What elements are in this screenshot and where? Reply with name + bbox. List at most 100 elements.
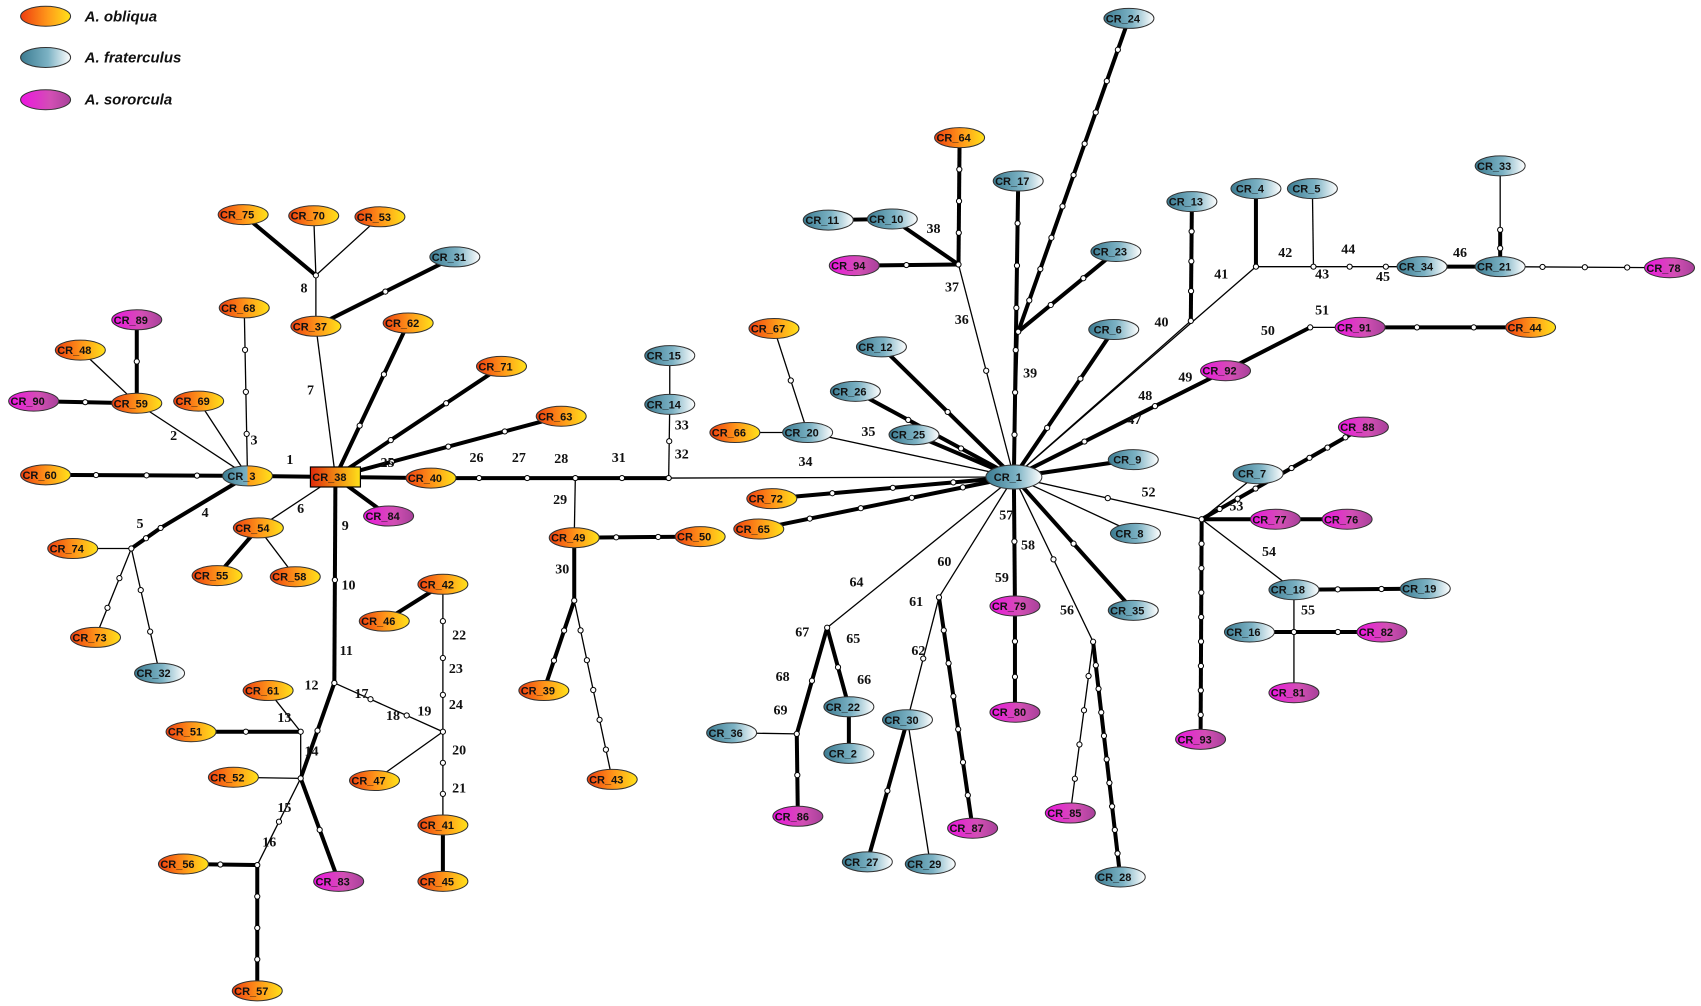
- haplotype-node[interactable]: CR_71: [476, 355, 528, 377]
- haplotype-node[interactable]: CR_21: [1474, 256, 1526, 278]
- haplotype-node[interactable]: CR_53: [354, 206, 406, 228]
- haplotype-node[interactable]: CR_39: [518, 680, 570, 702]
- haplotype-node[interactable]: CR_81: [1268, 682, 1320, 704]
- haplotype-node[interactable]: CR_67: [748, 317, 800, 339]
- haplotype-node[interactable]: CR_36: [706, 722, 758, 744]
- haplotype-node[interactable]: CR_79: [989, 595, 1041, 617]
- haplotype-node[interactable]: CR_5: [1286, 178, 1338, 200]
- haplotype-node[interactable]: CR_49: [548, 527, 600, 549]
- haplotype-node[interactable]: CR_87: [947, 817, 999, 839]
- haplotype-node[interactable]: CR_45: [417, 870, 469, 892]
- haplotype-node[interactable]: CR_9: [1107, 449, 1159, 471]
- haplotype-node[interactable]: CR_3: [221, 465, 273, 487]
- haplotype-node[interactable]: CR_94: [828, 255, 880, 277]
- haplotype-node[interactable]: CR_22: [823, 696, 875, 718]
- mutation-vertex: [254, 924, 261, 932]
- haplotype-node[interactable]: CR_48: [54, 339, 106, 361]
- haplotype-node[interactable]: CR_86: [772, 805, 824, 827]
- haplotype-node[interactable]: CR_52: [207, 766, 259, 788]
- haplotype-node[interactable]: CR_13: [1166, 191, 1218, 213]
- haplotype-node[interactable]: CR_89: [111, 309, 163, 331]
- haplotype-node[interactable]: CR_19: [1399, 578, 1451, 600]
- haplotype-node[interactable]: CR_2: [823, 742, 875, 764]
- haplotype-label: CR_30: [884, 715, 918, 727]
- haplotype-node[interactable]: CR_90: [8, 390, 60, 412]
- haplotype-node[interactable]: CR_76: [1321, 508, 1373, 530]
- haplotype-node[interactable]: CR_85: [1044, 802, 1096, 824]
- haplotype-node[interactable]: CR_47: [349, 770, 401, 792]
- haplotype-node[interactable]: CR_62: [382, 312, 434, 334]
- haplotype-node[interactable]: CR_43: [586, 768, 638, 790]
- haplotype-node[interactable]: CR_20: [782, 422, 834, 444]
- haplotype-node[interactable]: CR_29: [904, 853, 956, 875]
- mutation-vertex: [956, 166, 963, 173]
- haplotype-node[interactable]: CR_66: [709, 422, 761, 444]
- haplotype-node[interactable]: CR_27: [841, 851, 893, 873]
- haplotype-node[interactable]: CR_17: [992, 170, 1044, 192]
- haplotype-node[interactable]: CR_92: [1200, 360, 1252, 382]
- haplotype-node[interactable]: CR_70: [288, 205, 340, 227]
- haplotype-node[interactable]: CR_75: [217, 204, 269, 226]
- haplotype-node[interactable]: CR_82: [1356, 621, 1408, 643]
- haplotype-node[interactable]: CR_68: [218, 297, 270, 319]
- haplotype-node[interactable]: CR_33: [1474, 155, 1526, 177]
- mutation-step-label: 62: [911, 644, 925, 659]
- haplotype-node[interactable]: CR_37: [290, 315, 342, 337]
- haplotype-node[interactable]: CR_83: [313, 870, 365, 892]
- haplotype-node[interactable]: CR_25: [888, 424, 940, 446]
- haplotype-node[interactable]: CR_56: [157, 853, 209, 875]
- haplotype-node[interactable]: CR_31: [429, 246, 481, 268]
- haplotype-node[interactable]: CR_23: [1090, 241, 1142, 262]
- haplotype-node[interactable]: CR_28: [1094, 866, 1146, 888]
- mutation-vertex: [1077, 375, 1084, 382]
- haplotype-node[interactable]: CR_41: [417, 814, 469, 836]
- haplotype-node[interactable]: CR_54: [232, 517, 284, 539]
- haplotype-node[interactable]: CR_8: [1109, 522, 1161, 544]
- haplotype-node[interactable]: CR_4: [1230, 178, 1282, 200]
- haplotype-node[interactable]: CR_63: [535, 405, 587, 427]
- haplotype-node[interactable]: CR_11: [802, 209, 854, 231]
- haplotype-node[interactable]: CR_46: [358, 610, 410, 632]
- haplotype-node[interactable]: CR_42: [417, 573, 469, 595]
- haplotype-node[interactable]: CR_50: [674, 526, 726, 548]
- haplotype-node[interactable]: CR_14: [644, 393, 696, 415]
- haplotype-node[interactable]: CR_32: [134, 662, 186, 684]
- haplotype-node[interactable]: CR_91: [1334, 316, 1386, 338]
- haplotype-node[interactable]: CR_34: [1396, 256, 1448, 278]
- haplotype-node[interactable]: CR_40: [405, 467, 457, 489]
- haplotype-node[interactable]: CR_15: [644, 345, 696, 367]
- haplotype-node[interactable]: CR_44: [1505, 316, 1557, 338]
- haplotype-node[interactable]: CR_18: [1268, 579, 1320, 601]
- haplotype-node[interactable]: CR_80: [989, 701, 1041, 723]
- haplotype-node[interactable]: CR_51: [165, 721, 217, 743]
- haplotype-node[interactable]: CR_1: [985, 464, 1043, 490]
- haplotype-node[interactable]: CR_58: [269, 566, 321, 588]
- haplotype-node[interactable]: CR_60: [20, 464, 72, 486]
- haplotype-node[interactable]: CR_24: [1103, 7, 1155, 29]
- haplotype-node[interactable]: CR_69: [173, 390, 225, 412]
- haplotype-node[interactable]: CR_26: [829, 380, 881, 402]
- network-edge: [334, 364, 503, 479]
- haplotype-node[interactable]: CR_6: [1088, 319, 1140, 341]
- haplotype-node[interactable]: CR_84: [363, 505, 415, 527]
- haplotype-node[interactable]: CR_57: [231, 980, 283, 1002]
- haplotype-node[interactable]: CR_16: [1223, 621, 1275, 643]
- haplotype-node[interactable]: CR_38: [309, 466, 362, 488]
- haplotype-node[interactable]: CR_64: [934, 127, 986, 149]
- haplotype-node[interactable]: CR_35: [1107, 599, 1159, 621]
- haplotype-node[interactable]: CR_7: [1232, 463, 1284, 485]
- haplotype-node[interactable]: CR_55: [191, 565, 243, 587]
- haplotype-node[interactable]: CR_73: [70, 626, 122, 648]
- haplotype-node[interactable]: CR_78: [1644, 257, 1696, 279]
- haplotype-node[interactable]: CR_72: [746, 488, 798, 510]
- haplotype-node[interactable]: CR_74: [47, 538, 99, 560]
- haplotype-node[interactable]: CR_77: [1249, 508, 1301, 530]
- haplotype-node[interactable]: CR_30: [881, 709, 933, 731]
- haplotype-node[interactable]: CR_88: [1337, 416, 1389, 438]
- haplotype-node[interactable]: CR_93: [1175, 728, 1227, 750]
- haplotype-node[interactable]: CR_65: [733, 518, 785, 540]
- haplotype-node[interactable]: CR_61: [242, 680, 294, 702]
- haplotype-node[interactable]: CR_59: [111, 392, 163, 414]
- haplotype-node[interactable]: CR_10: [866, 208, 918, 230]
- haplotype-node[interactable]: CR_12: [855, 336, 907, 358]
